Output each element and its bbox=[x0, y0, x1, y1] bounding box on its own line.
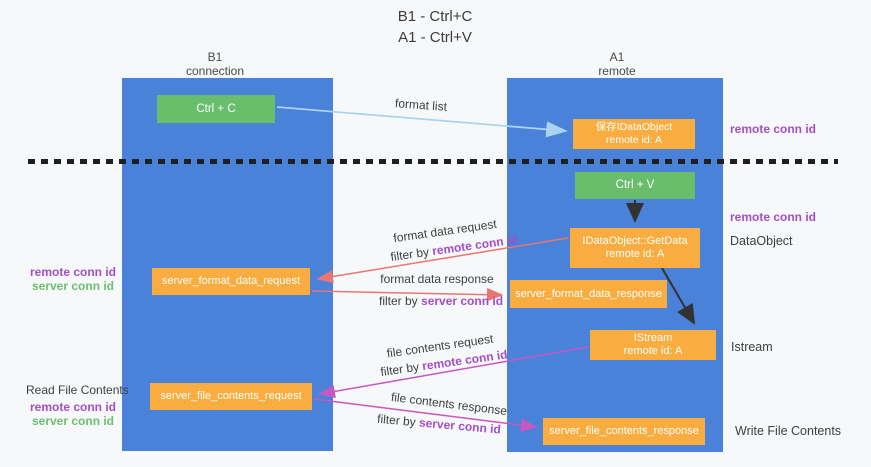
server-format-data-response-box: server_format_data_response bbox=[510, 280, 667, 308]
lane-header-a1: A1 remote bbox=[552, 50, 682, 78]
istream-box: IStream remote id: A bbox=[590, 330, 716, 360]
istream-line1: IStream bbox=[633, 332, 673, 344]
format-data-response-label: format data response bbox=[380, 272, 494, 286]
filter-prefix: filter by bbox=[379, 359, 424, 380]
save-idataobject-line1: 保存IDataObject bbox=[595, 121, 673, 133]
getdata-line1: IDataObject::GetData bbox=[582, 235, 688, 247]
title-line-1: B1 - Ctrl+C bbox=[397, 8, 473, 25]
lane-a1-name: A1 bbox=[609, 50, 625, 64]
lane-header-b1: B1 connection bbox=[150, 50, 280, 78]
left-format-server-conn-id: server conn id bbox=[31, 279, 115, 293]
left-format-remote-conn-id: remote conn id bbox=[29, 265, 116, 279]
server-format-data-request-label: server_format_data_request bbox=[161, 275, 301, 287]
lane-b1-subtitle: connection bbox=[185, 64, 245, 78]
left-file-remote-conn-id: remote conn id bbox=[29, 400, 116, 414]
ctrl-v-label: Ctrl + V bbox=[615, 179, 655, 191]
title-line-2: A1 - Ctrl+V bbox=[398, 29, 472, 46]
ctrl-v-box: Ctrl + V bbox=[575, 172, 695, 199]
filter-by-server-conn-id-label-1: filter by server conn id bbox=[379, 294, 503, 308]
server-conn-id-highlight: server conn id bbox=[421, 294, 504, 308]
ctrl-c-box: Ctrl + C bbox=[157, 95, 275, 123]
lane-b1-name: B1 bbox=[207, 50, 223, 64]
server-format-data-response-label: server_format_data_response bbox=[515, 287, 662, 300]
server-file-contents-request-label: server_file_contents_request bbox=[160, 390, 302, 402]
left-file-server-conn-id: server conn id bbox=[31, 414, 115, 428]
left-conn-ids-format: remote conn id server conn id bbox=[18, 265, 128, 293]
filter-prefix: filter by bbox=[389, 244, 434, 265]
dataobject-annotation: DataObject bbox=[730, 234, 793, 248]
write-file-contents-annotation: Write File Contents bbox=[735, 424, 842, 438]
server-format-data-request-box: server_format_data_request bbox=[152, 268, 310, 295]
session-separator-dashed-line bbox=[28, 159, 838, 164]
filter-by-server-conn-id-label-2: filter by server conn id bbox=[376, 411, 502, 437]
filter-prefix: filter by bbox=[376, 411, 420, 430]
left-conn-ids-file: remote conn id server conn id bbox=[18, 400, 128, 428]
server-conn-id-highlight: server conn id bbox=[418, 415, 502, 437]
istream-annotation: Istream bbox=[731, 340, 773, 354]
server-file-contents-response-label: server_file_contents_response bbox=[549, 425, 699, 437]
lane-a1-subtitle: remote bbox=[598, 64, 636, 78]
server-file-contents-response-box: server_file_contents_response bbox=[543, 418, 705, 445]
format-list-label: format list bbox=[394, 96, 448, 114]
read-file-contents-annotation: Read File Contents bbox=[26, 383, 129, 397]
save-idataobject-box: 保存IDataObject remote id: A bbox=[573, 119, 695, 149]
remote-conn-id-mid-right: remote conn id bbox=[730, 210, 817, 224]
getdata-line2: remote id: A bbox=[605, 248, 665, 260]
diagram-title: B1 - Ctrl+C A1 - Ctrl+V bbox=[300, 6, 570, 48]
ctrl-c-label: Ctrl + C bbox=[196, 102, 236, 115]
save-idataobject-line2: remote id: A bbox=[605, 134, 663, 146]
filter-prefix: filter by bbox=[379, 294, 422, 308]
istream-line2: remote id: A bbox=[623, 345, 683, 357]
remote-conn-id-top-right: remote conn id bbox=[730, 122, 817, 136]
server-file-contents-request-box: server_file_contents_request bbox=[150, 383, 312, 410]
idataobject-getdata-box: IDataObject::GetData remote id: A bbox=[570, 228, 700, 268]
